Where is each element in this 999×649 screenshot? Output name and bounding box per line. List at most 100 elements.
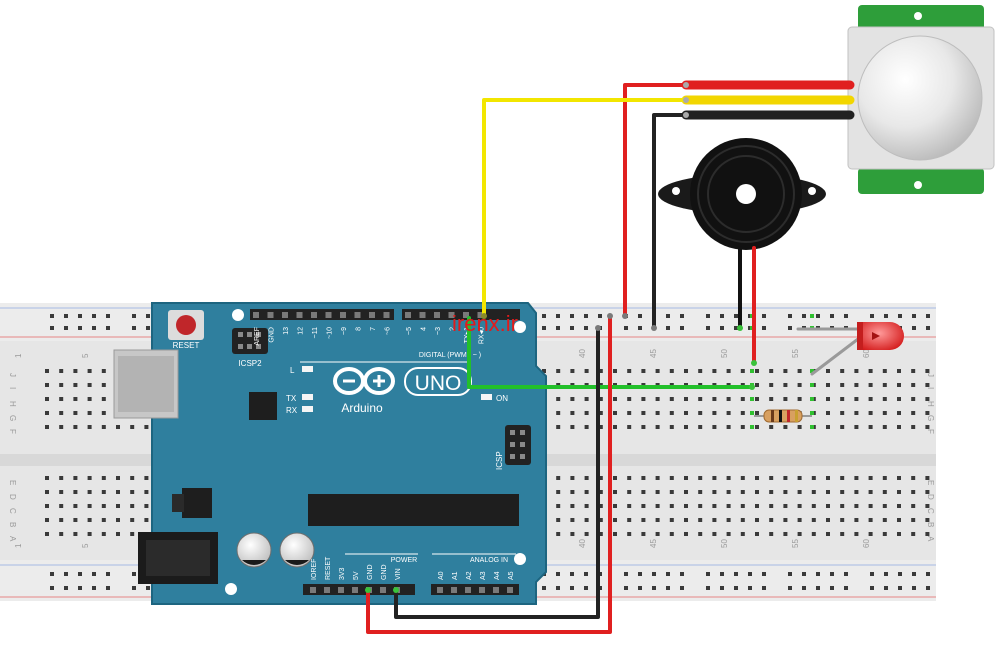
watermark: irenx.ir — [452, 311, 518, 336]
rail-hole — [898, 572, 902, 576]
pin-label: ~5 — [406, 327, 413, 335]
header-pin — [369, 312, 375, 318]
usb-connector-inner — [118, 356, 174, 412]
active-hole — [810, 411, 814, 415]
voltage-regulator-tab — [172, 494, 184, 512]
breadboard-hole — [925, 383, 930, 387]
breadboard-hole — [911, 425, 916, 429]
breadboard-hole — [826, 369, 830, 373]
breadboard-hole — [613, 476, 617, 480]
pin-label: 7 — [370, 327, 377, 331]
led-lead — [810, 334, 864, 376]
breadboard-hole — [868, 383, 873, 387]
header-pin — [296, 312, 303, 318]
breadboard-hole — [45, 518, 49, 522]
breadboard-hole — [897, 476, 901, 480]
breadboard-hole — [87, 383, 92, 387]
pin-label: A2 — [466, 571, 473, 580]
breadboard-hole — [882, 425, 887, 429]
rail-hole — [844, 572, 848, 576]
pin-label: 13 — [283, 327, 290, 335]
rail-hole — [64, 586, 68, 590]
rail-hole — [146, 586, 150, 590]
breadboard-hole — [868, 490, 873, 494]
breadboard-hole — [882, 476, 887, 480]
rail-hole — [912, 586, 916, 590]
row-letter: E — [926, 480, 935, 485]
uno-model-label: UNO — [415, 372, 462, 395]
breadboard-hole — [925, 397, 930, 401]
rail-hole — [788, 326, 792, 330]
breadboard-hole — [740, 411, 745, 415]
rail-hole — [926, 572, 930, 576]
breadboard-hole — [911, 383, 916, 387]
breadboard-hole — [755, 425, 759, 429]
breadboard-hole — [740, 425, 745, 429]
row-letter: B — [926, 522, 935, 527]
breadboard-hole — [740, 532, 745, 536]
wire-gnd — [394, 326, 600, 619]
breadboard-hole — [698, 518, 703, 522]
rail-hole — [720, 586, 724, 590]
icsp-header — [505, 425, 531, 465]
breadboard-hole — [911, 532, 916, 536]
breadboard-hole — [641, 397, 646, 401]
column-number: 55 — [791, 539, 800, 548]
breadboard-hole — [684, 504, 688, 508]
breadboard-hole — [769, 369, 774, 373]
breadboard-hole — [45, 383, 49, 387]
rail-hole — [132, 572, 136, 576]
header-pin — [434, 312, 440, 318]
breadboard-hole — [641, 411, 646, 415]
breadboard-hole — [570, 397, 575, 401]
header-pin — [451, 587, 457, 593]
breadboard-hole — [726, 532, 731, 536]
header-pin — [465, 587, 471, 593]
breadboard-hole — [712, 425, 717, 429]
breadboard-hole — [627, 397, 632, 401]
breadboard-hole — [882, 490, 887, 494]
led-die — [872, 332, 880, 340]
pin-label: GND — [381, 564, 388, 580]
pin-label: VIN — [395, 568, 402, 580]
rail-hole — [720, 572, 724, 576]
rail-hole — [802, 586, 806, 590]
wire-5v — [366, 314, 612, 634]
breadboard-hole — [641, 518, 646, 522]
rail-hole — [64, 314, 68, 318]
breadboard-hole — [655, 369, 660, 373]
pin-label: 3V3 — [339, 567, 346, 580]
row-letter: J — [926, 373, 935, 377]
breadboard-hole — [584, 425, 589, 429]
pin-label: AREF — [254, 327, 261, 346]
breadboard-hole — [925, 504, 930, 508]
breadboard-hole — [101, 369, 106, 373]
column-number: 40 — [578, 539, 587, 548]
led-l-label: L — [290, 366, 295, 375]
breadboard-hole — [826, 532, 830, 536]
digital-header-pins — [253, 312, 484, 318]
wire-endpoint — [749, 384, 755, 390]
pir-hole — [914, 181, 922, 189]
breadboard-hole — [641, 532, 646, 536]
breadboard-hole — [797, 383, 802, 387]
breadboard-hole — [684, 397, 688, 401]
pin-label: ~11 — [312, 327, 319, 338]
reset-button[interactable] — [176, 315, 196, 335]
row-letter: C — [926, 508, 935, 514]
active-hole — [810, 369, 814, 373]
breadboard-hole — [712, 397, 717, 401]
header-pin — [267, 312, 274, 318]
led-l — [302, 366, 313, 372]
analog-label: ANALOG IN — [470, 557, 508, 564]
breadboard-hole — [726, 518, 731, 522]
breadboard-hole — [712, 476, 717, 480]
breadboard-hole — [882, 532, 887, 536]
breadboard-hole — [130, 518, 135, 522]
pir-dome — [857, 35, 983, 161]
column-number: 60 — [862, 349, 871, 358]
breadboard-hole — [669, 532, 674, 536]
breadboard-hole — [59, 411, 64, 415]
